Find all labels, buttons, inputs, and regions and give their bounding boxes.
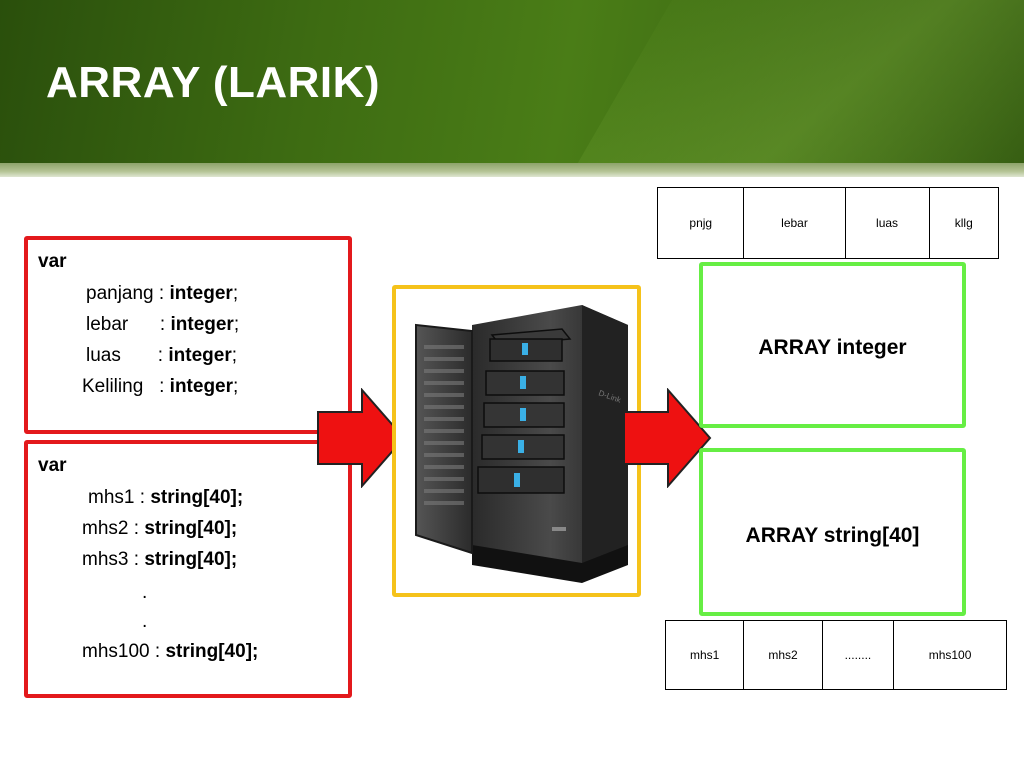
- integer-declaration-box: var panjang : integer; lebar : integer; …: [24, 236, 352, 434]
- string-array-box: ARRAY string[40]: [699, 448, 966, 616]
- array-cell: kllg: [928, 187, 1000, 259]
- array-cell: ........: [821, 620, 895, 690]
- string-array-label: ARRAY string[40]: [745, 524, 920, 547]
- array-cell: mhs2: [743, 620, 823, 690]
- red-right-arrow-icon: [317, 388, 406, 488]
- array-cell: luas: [844, 187, 930, 259]
- string-declaration-box: var mhs1 : string[40]; mhs2 : string[40]…: [24, 440, 352, 698]
- integer-array-label: ARRAY integer: [758, 336, 907, 359]
- string-array-cells: mhs1 mhs2 ........ mhs100: [664, 620, 1007, 690]
- code-line-panjang: panjang : integer;: [86, 283, 239, 304]
- integer-array-box: ARRAY integer: [699, 262, 966, 428]
- integer-array-cells: pnjg lebar luas kllg: [656, 187, 1000, 259]
- array-cell: lebar: [743, 187, 846, 259]
- var-keyword: var: [38, 455, 67, 476]
- red-right-arrow-icon: [623, 388, 712, 488]
- slide-header: [0, 0, 1024, 163]
- array-cell: mhs100: [893, 620, 1007, 690]
- code-line-luas: luas : integer;: [86, 345, 238, 366]
- code-line-mhs3: mhs3 : string[40];: [82, 549, 238, 570]
- code-line-mhs1: mhs1 : string[40];: [88, 487, 244, 508]
- server-image-frame: D-Link: [392, 285, 641, 597]
- code-line-mhs100: mhs100 : string[40];: [82, 641, 259, 662]
- code-line-lebar: lebar : integer;: [86, 314, 240, 335]
- array-cell: pnjg: [656, 187, 745, 259]
- header-divider: [0, 163, 1024, 177]
- code-line-keliling: Keliling : integer;: [82, 376, 239, 397]
- storage-server-icon: D-Link: [415, 305, 628, 583]
- code-ellipsis-dot: .: [142, 611, 148, 632]
- code-ellipsis-dot: .: [142, 582, 148, 603]
- var-keyword: var: [38, 251, 67, 272]
- code-line-mhs2: mhs2 : string[40];: [82, 518, 238, 539]
- array-cell: mhs1: [664, 620, 745, 690]
- slide-title: ARRAY (LARIK): [46, 58, 381, 107]
